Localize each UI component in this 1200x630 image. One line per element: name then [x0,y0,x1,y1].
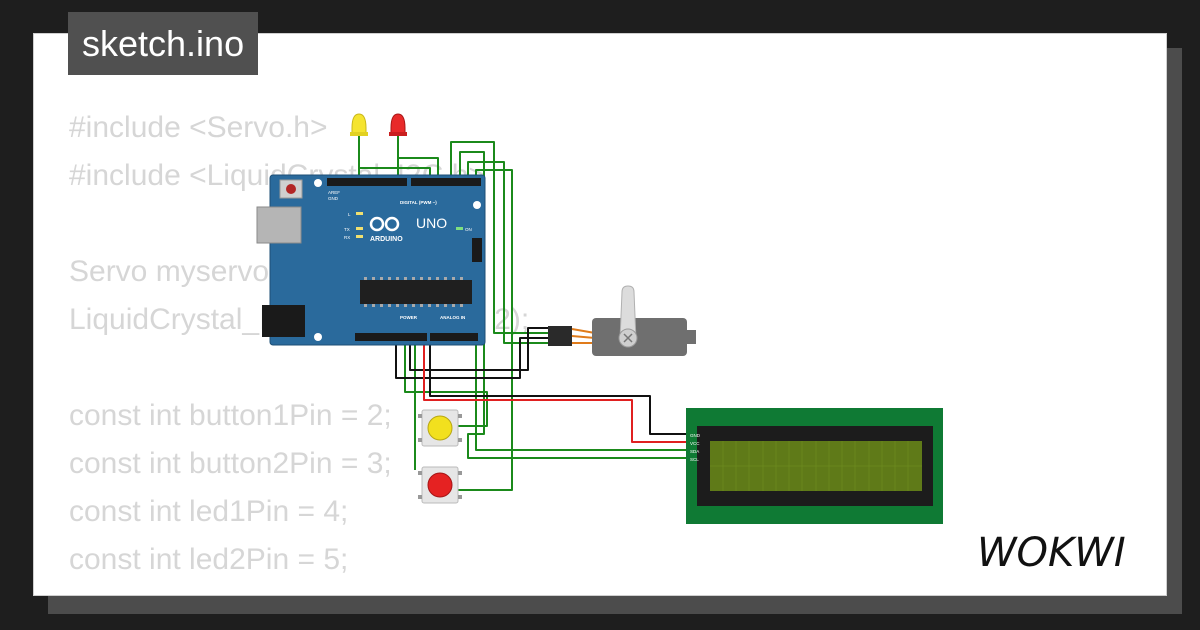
rx-label: RX [344,235,350,240]
power-jack [262,305,305,337]
board-model: UNO [416,215,447,231]
button-red-cap [427,472,453,498]
lcd-pin-sda: SDA [690,449,699,454]
digital-header-1 [327,178,407,186]
icsp-header [472,238,482,262]
servo-connector [548,326,572,346]
l-led [356,212,363,215]
button-yellow-cap [427,415,453,441]
led-yellow[interactable] [350,113,368,136]
wire-servo-signal [450,141,555,334]
code-line: const int led2Pin = 5; [69,543,349,576]
wire-button-2 [455,169,513,491]
wire-button-ground-b [404,335,488,427]
wire-lcd-vcc [423,335,686,443]
code-line: #include <Servo.h> [69,111,328,144]
lcd-pin-gnd: GND [690,433,701,438]
wire-servo-ground [395,335,555,379]
wire-lcd-gnd [429,335,686,435]
wokwi-logo-text: WOKWI [977,530,1126,576]
reset-button-cap [286,184,296,194]
tx-label: TX [344,227,350,232]
mounting-hole [314,333,322,341]
led-red[interactable] [389,113,407,136]
usb-port [256,206,302,244]
microcontroller-chip [360,280,472,304]
wokwi-logo: WOKWI [977,530,1126,576]
code-line: const int button1Pin = 2; [69,399,392,432]
file-tab[interactable]: sketch.ino [68,12,259,75]
wire-servo-power [409,327,555,371]
power-header [355,333,427,341]
servo-tab [682,330,696,344]
lcd-character-grid [710,441,922,491]
wire-scl [459,151,686,459]
servo-horn [619,285,637,341]
gnd-label: GND [328,196,339,201]
lcd-pin-scl: SCL [690,457,699,462]
aref-label: AREF [328,190,340,195]
tx-led [356,227,363,230]
digital-header-2 [411,178,481,186]
lcd-pin-vcc: VCC [690,441,700,446]
code-background: #include <Servo.h> #include <LiquidCryst… [69,104,529,584]
code-line: Servo myservo; [69,255,278,288]
board-brand: ARDUINO [370,236,403,243]
servo-body [592,318,687,356]
code-line: const int button2Pin = 3; [69,447,392,480]
arduino-infinity-icon [369,216,400,232]
pushbutton-yellow[interactable] [418,409,462,447]
pushbutton-red[interactable] [418,466,462,504]
on-led [456,227,463,230]
power-label: POWER [400,315,418,320]
preview-card: #include <Servo.h> #include <LiquidCryst… [33,33,1167,596]
mounting-hole [473,201,481,209]
on-label: ON [465,227,472,232]
servo-motor[interactable] [548,285,696,356]
mounting-hole [314,179,322,187]
lcd-pins: GND VCC SDA SCL [690,433,701,462]
arduino-uno-board[interactable]: UNO ARDUINO DIGITAL (PWM ~) ANALOG IN PO… [256,174,486,346]
analog-header [430,333,478,341]
wire-sda [475,335,686,451]
lcd-16x2-display[interactable]: GND VCC SDA SCL [686,408,943,524]
rx-led [356,235,363,238]
wires [358,135,686,491]
l-label: L [348,212,351,217]
digital-label: DIGITAL (PWM ~) [400,200,437,205]
analog-label: ANALOG IN [440,315,465,320]
code-line: const int led1Pin = 4; [69,495,349,528]
